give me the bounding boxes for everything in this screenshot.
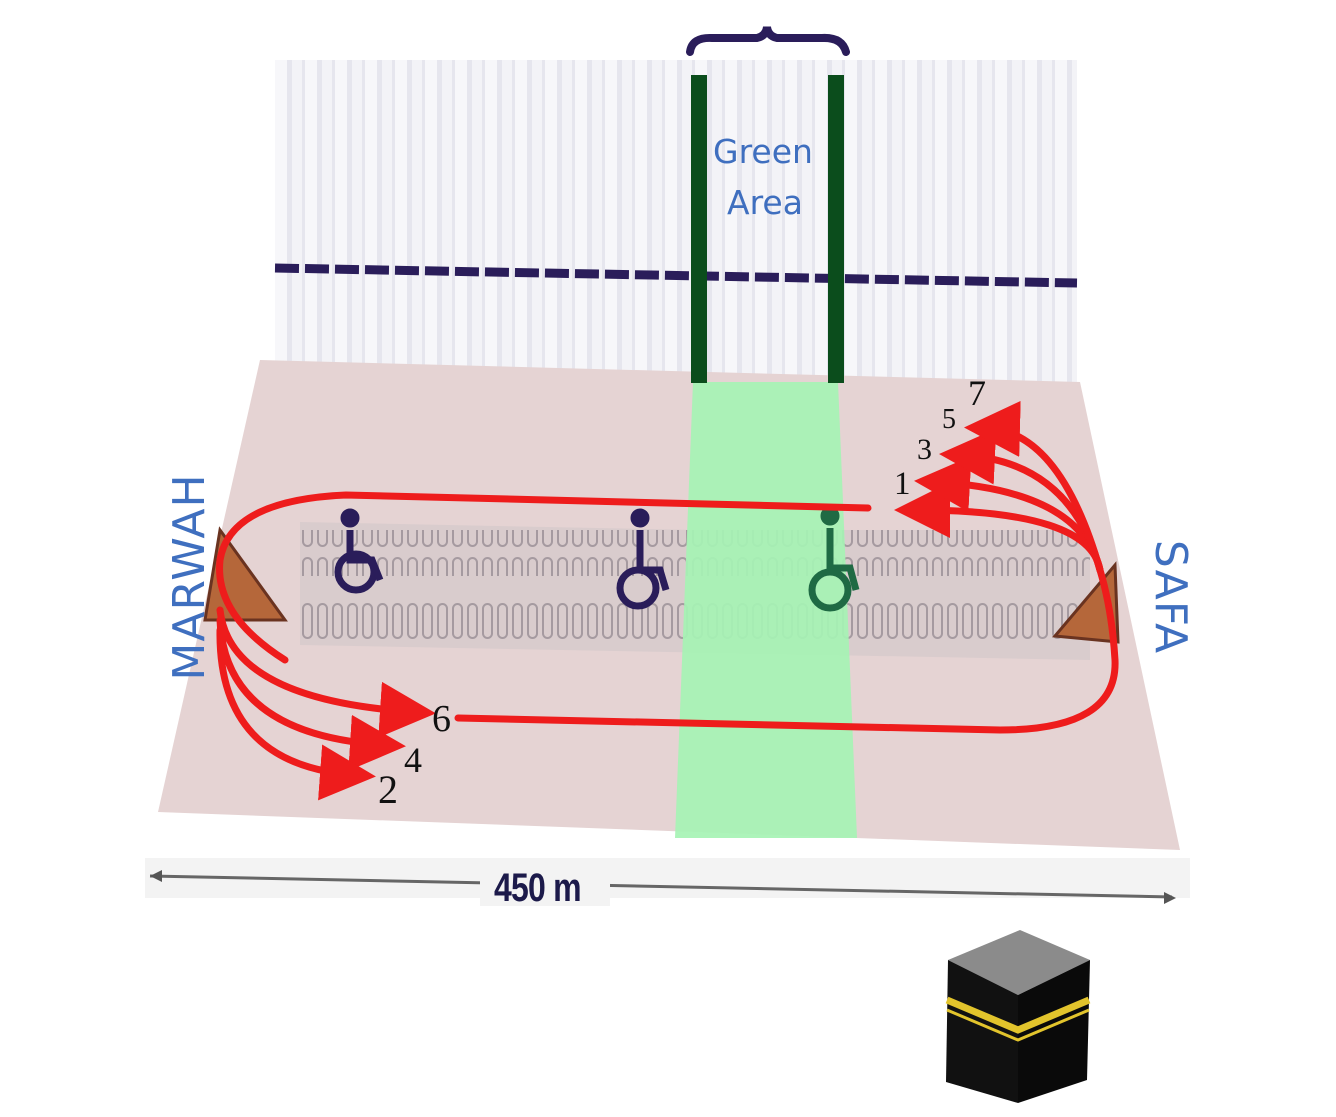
green-area-label: Green (713, 132, 813, 171)
wheelchair-icon (334, 508, 384, 594)
distance-arrow (145, 858, 1190, 906)
lap-number: 6 (432, 698, 451, 740)
building-facade (274, 60, 1078, 385)
distance-label: 450 m (494, 866, 582, 910)
brace (686, 26, 850, 56)
lap-number: 5 (942, 404, 956, 435)
lap-number: 7 (968, 373, 986, 413)
kaaba-icon (945, 930, 1091, 1103)
green-area-label: Area (727, 183, 803, 222)
lap-number: 4 (404, 740, 422, 780)
green-pillar-left (691, 75, 707, 383)
green-pillar-right (828, 75, 844, 383)
lap-number: 2 (378, 767, 398, 812)
lap-number: 3 (917, 433, 932, 466)
lap-number: 1 (894, 466, 911, 502)
sai-path (216, 400, 1119, 801)
wheelchair-icon (616, 508, 670, 610)
safa-label: SAFA (1145, 539, 1196, 655)
marwah-label: MARWAH (164, 473, 215, 681)
